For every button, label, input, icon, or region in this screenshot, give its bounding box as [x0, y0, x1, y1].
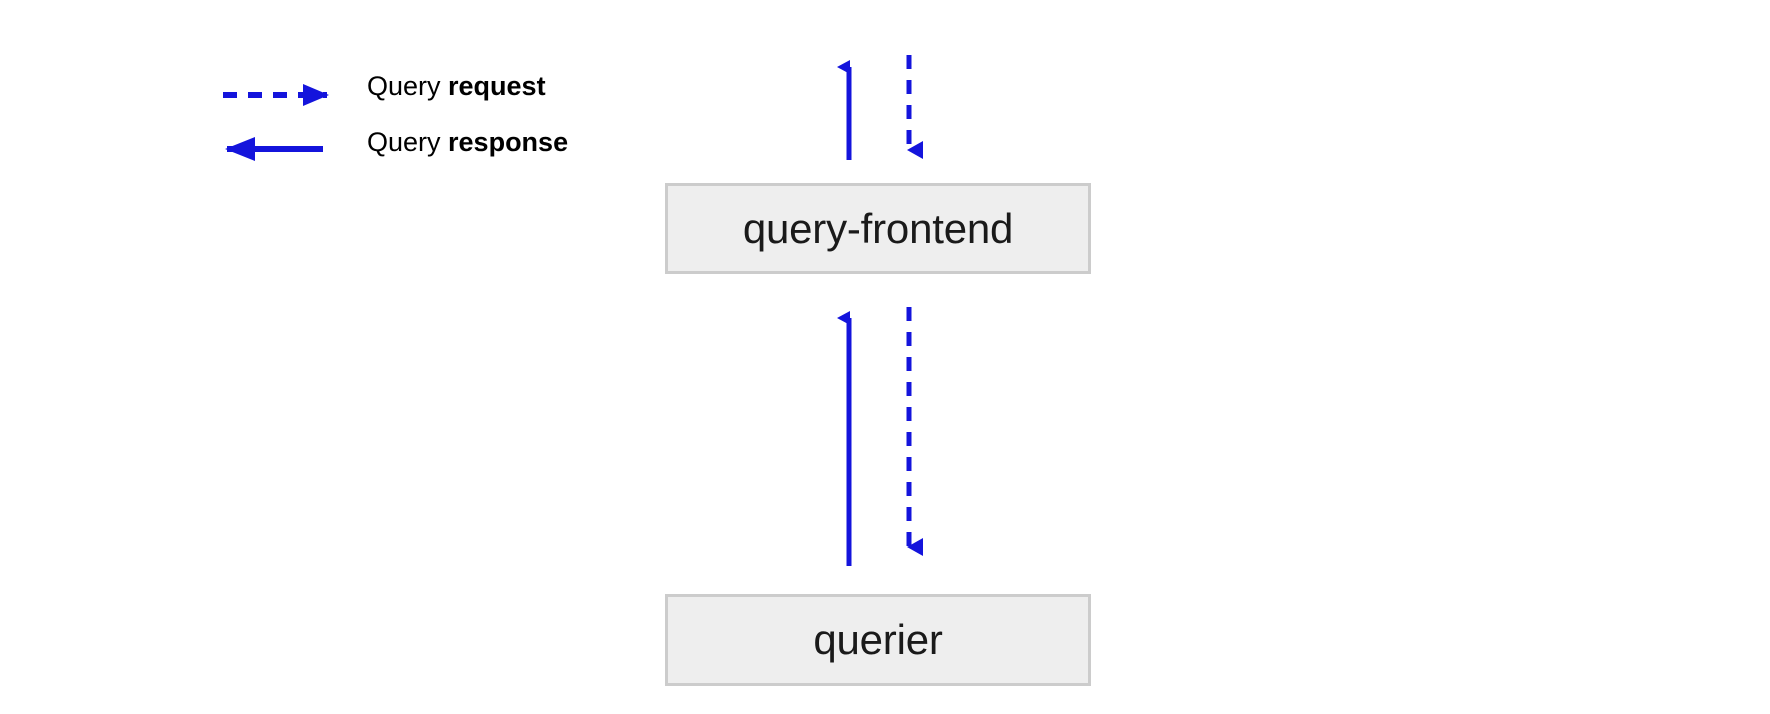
legend-label-query-response: Query response [367, 126, 569, 157]
legend-label-prefix: Query [367, 126, 449, 157]
dashed-arrow-right-icon [205, 66, 335, 106]
legend-item-query-request: Query request [205, 58, 635, 114]
legend-item-query-response: Query response [205, 114, 635, 170]
legend-label-prefix: Query [367, 70, 449, 101]
legend-label-emphasis: request [448, 70, 546, 101]
node-query-frontend[interactable]: query-frontend [665, 183, 1091, 274]
node-querier-label: querier [813, 616, 943, 663]
solid-arrow-left-icon [205, 122, 335, 162]
legend: Query request Query response [205, 58, 635, 170]
legend-label-query-request: Query request [367, 70, 546, 101]
node-querier[interactable]: querier [665, 594, 1091, 686]
node-query-frontend-label: query-frontend [742, 204, 1014, 252]
legend-label-emphasis: response [448, 126, 569, 157]
